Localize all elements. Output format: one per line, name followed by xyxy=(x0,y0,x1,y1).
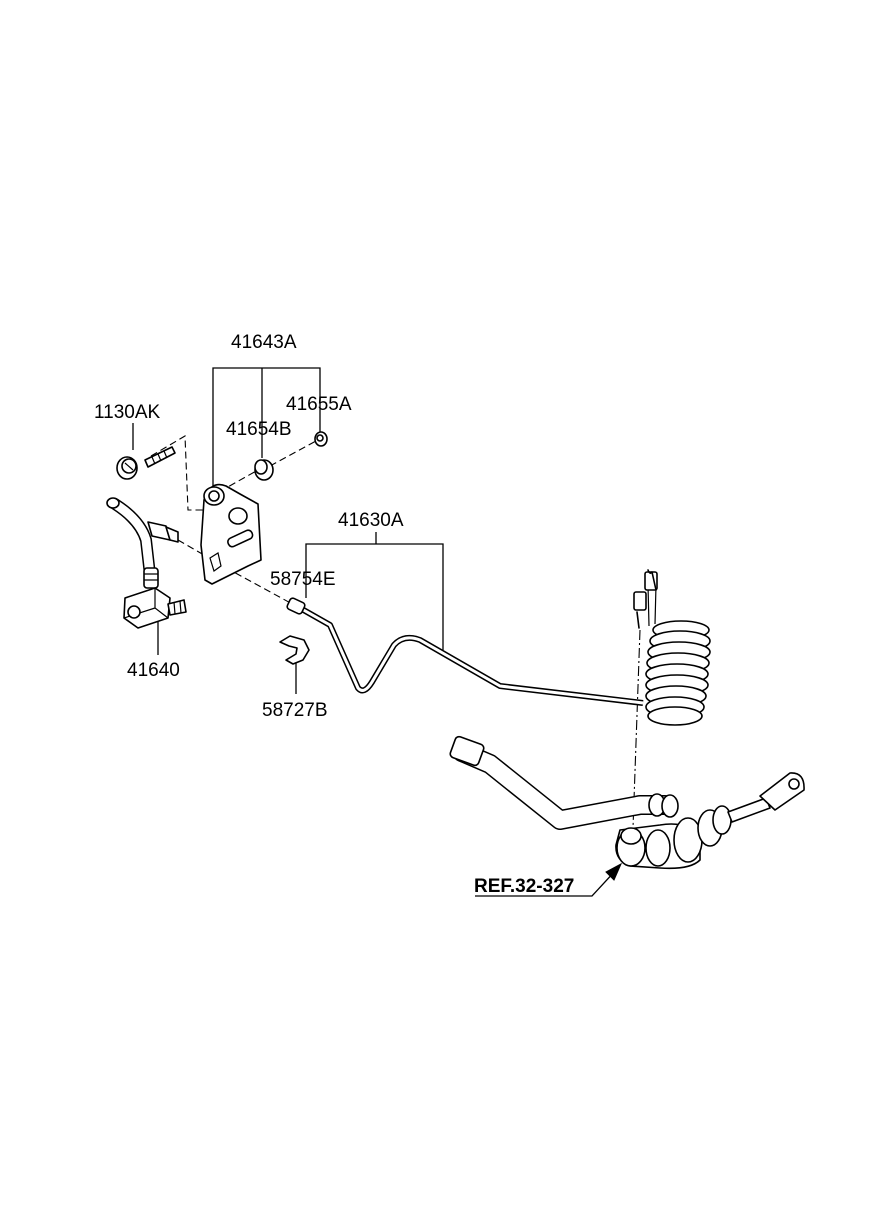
label-58754e: 58754E xyxy=(270,569,336,590)
bracket xyxy=(200,483,262,585)
bushing-41654b xyxy=(254,459,274,481)
master-cylinder xyxy=(449,735,805,870)
coil xyxy=(633,569,711,726)
bolt-1130ak xyxy=(116,446,176,480)
label-41640: 41640 xyxy=(127,660,180,681)
valve-assembly-41640 xyxy=(106,497,187,629)
nut-41655a xyxy=(314,431,328,447)
clip-58727b xyxy=(279,635,310,665)
part-labels: 41643A 41655A 1130AK 41654B 41630A 58754… xyxy=(94,332,574,897)
label-41643a: 41643A xyxy=(231,332,297,353)
label-41655a: 41655A xyxy=(286,394,352,415)
tube-41630a xyxy=(286,597,644,706)
label-41630a: 41630A xyxy=(338,510,404,531)
label-58727b: 58727B xyxy=(262,700,328,721)
label-1130ak: 1130AK xyxy=(94,402,161,423)
label-41654b: 41654B xyxy=(226,419,292,440)
leader-lines xyxy=(132,367,623,897)
label-ref-32-327: REF.32-327 xyxy=(474,876,574,897)
